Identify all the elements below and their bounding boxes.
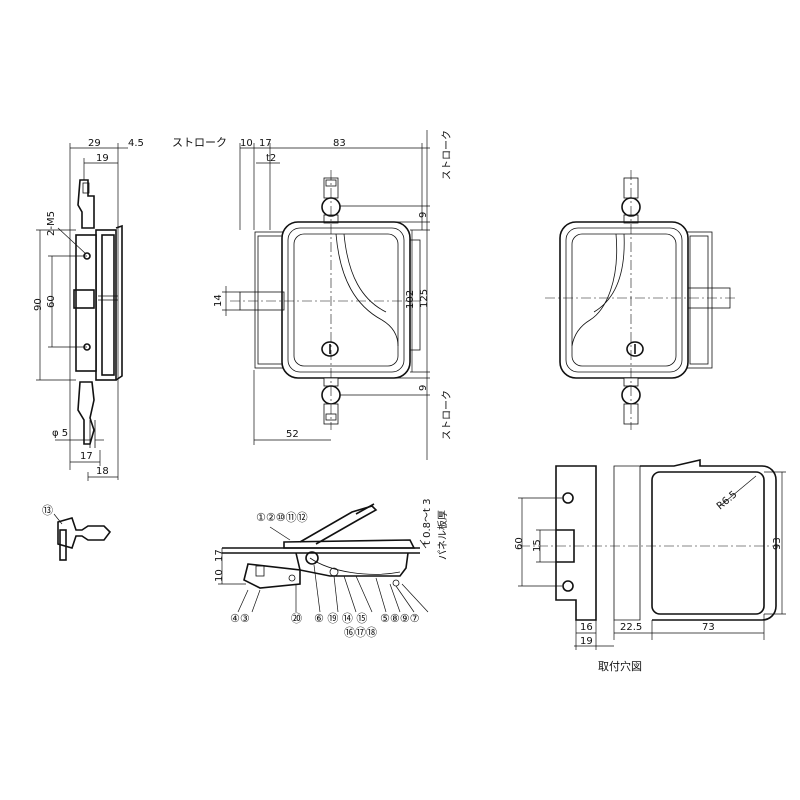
dim-29: 29 [88,138,101,149]
parts-4-3: ④③ [230,612,250,625]
dim-83: 83 [333,138,346,149]
dim-9-top: 9 [418,212,429,218]
dim-90: 90 [33,298,44,311]
dim-4-5: 4.5 [128,138,144,149]
dim-18-left: 18 [96,466,109,477]
dim-22-5: 22.5 [620,622,642,633]
dim-19: 19 [96,153,109,164]
stroke-vertical-top: ストローク [441,130,453,180]
dim-73: 73 [702,622,715,633]
rear-view [545,170,735,430]
dim-10-section: 10 [214,569,225,582]
dim-16-cutout: 16 [580,622,593,633]
front-stroke-label: ストローク [172,136,227,149]
panel-thickness-value: t 0.8～t 3 [422,499,433,545]
dim-15-cutout: 15 [532,539,543,552]
parts-5-8-9-7: ⑤⑧⑨⑦ [380,612,420,625]
mounting-cutout-drawing: R6.5 60 15 93 16 19 22.5 73 取付穴図 [514,458,786,673]
dim-14-front: 14 [213,294,224,307]
key-part-13: ⑬ [42,504,53,517]
dim-125: 125 [419,289,430,308]
panel-thickness-label: パネル板厚 [436,510,449,560]
parts-6-19-14-15: ⑥ ⑲ ⑭ ⑮ [314,612,367,625]
dim-17-front: 17 [259,138,272,149]
stroke-vertical-bottom: ストローク [441,390,453,440]
side-view: 29 4.5 19 2-M5 90 60 φ 5 17 18 [33,138,144,481]
parts-1-2-10-11-12: ①②⑩⑪⑫ [256,511,308,524]
dim-60-cutout: 60 [514,537,525,550]
dim-17-left: 17 [80,451,93,462]
dim-93: 93 [772,537,783,550]
parts-16-17-18: ⑯⑰⑱ [344,626,377,639]
part-20: ⑳ [291,612,302,625]
dim-10-front: 10 [240,138,253,149]
dim-phi5: φ 5 [52,428,68,439]
dim-60: 60 [46,295,57,308]
dim-52: 52 [286,429,299,440]
key-drawing: ⑬ [42,504,112,561]
dim-17-section: 17 [214,549,225,562]
dim-9-bottom: 9 [418,385,429,391]
dim-t2: t2 [266,153,276,164]
bottom-section-view: ①②⑩⑪⑫ t 0.8～t 3 パネル板厚 17 10 ④③ ⑳ ⑥ ⑲ ⑭ ⑮… [214,499,449,639]
front-view: ストローク 10 17 83 t2 14 9 102 125 9 52 ストロー… [172,130,453,460]
dim-2-m5: 2-M5 [46,211,57,236]
cutout-caption: 取付穴図 [598,659,642,673]
dim-19-cutout: 19 [580,636,593,647]
dim-102: 102 [405,290,416,309]
